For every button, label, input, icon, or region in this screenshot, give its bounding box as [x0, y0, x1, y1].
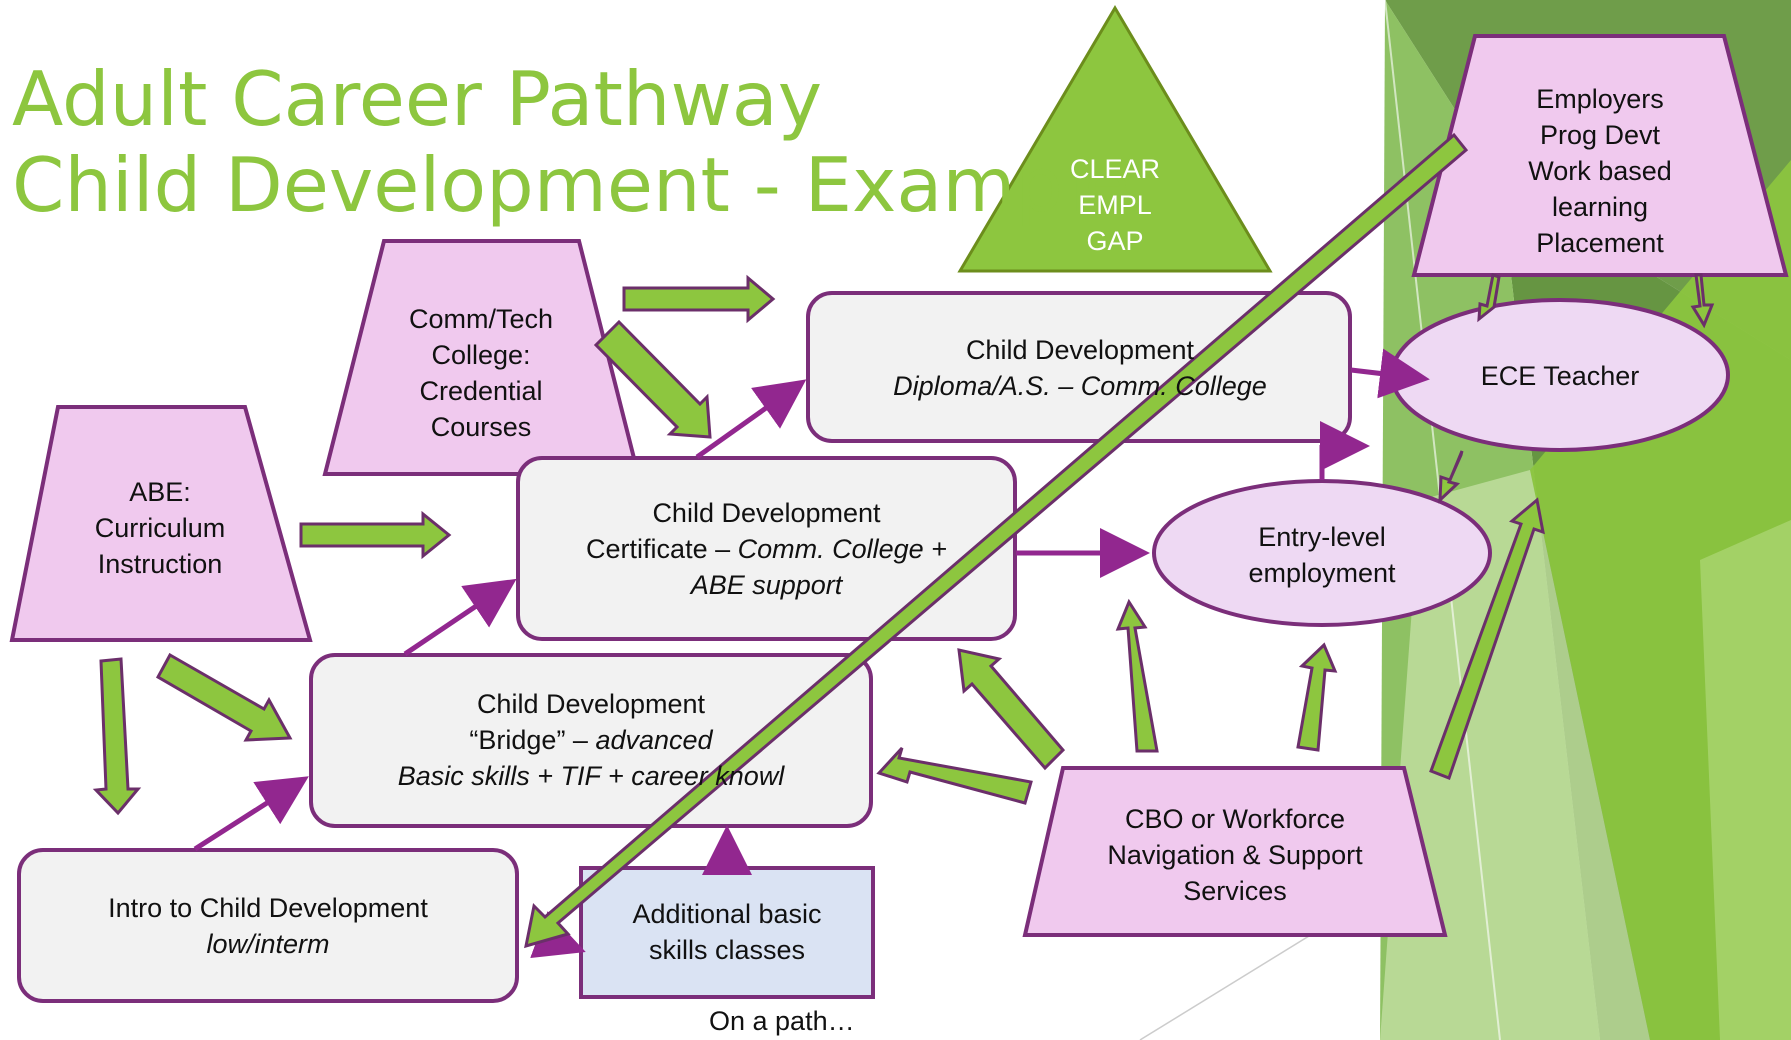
abe-line2: Curriculum	[94, 513, 226, 543]
cbo-line3: Services	[1183, 876, 1287, 906]
node-employers	[1411, 34, 1789, 277]
arrow-ece-to-entry	[1438, 450, 1464, 504]
node-clear-gap	[957, 5, 1273, 273]
clear-gap-line3: GAP	[1086, 226, 1144, 256]
bridge-line1: Child Development	[476, 689, 706, 719]
certificate-line2: Certificate – Comm. College +	[586, 531, 947, 567]
comm-tech-label: Comm/Tech College: Credential Courses	[381, 298, 581, 448]
arrow-cbo-to-cert	[957, 648, 1066, 771]
employers-line5: Placement	[1536, 227, 1664, 258]
employers-line2: Prog Devt	[1539, 119, 1661, 150]
certificate-line2-plain: Certificate –	[586, 534, 738, 564]
basic-skills-line2: skills classes	[648, 935, 806, 965]
arrow-cbo-to-ece	[1429, 497, 1545, 780]
arrow-employers-right	[1690, 273, 1715, 329]
certificate-label: Child Development Certificate – Comm. Co…	[520, 494, 1013, 604]
ece-teacher-label: ECE Teacher	[1420, 356, 1700, 396]
comm-tech-line1: Comm/Tech	[408, 304, 554, 334]
arrow-abe-diag	[155, 652, 293, 742]
diploma-line1: Child Development	[965, 335, 1195, 365]
cbo-line2: Navigation & Support	[1107, 840, 1363, 870]
ece-teacher-line1: ECE Teacher	[1480, 361, 1640, 391]
intro-line2: low/interm	[206, 929, 330, 959]
bridge-label: Child Development “Bridge” – advanced Ba…	[313, 685, 869, 795]
intro-label: Intro to Child Development low/interm	[21, 888, 515, 964]
comm-tech-line2: College:	[431, 340, 531, 370]
purple-arrows	[193, 348, 1430, 959]
arrow-cbo-to-entry1	[1115, 598, 1159, 753]
title-line2: Child Development - Example	[12, 141, 1131, 229]
certificate-line2-italic: Comm. College +	[737, 534, 947, 564]
employers-line3: Work based	[1528, 155, 1672, 186]
clear-gap-label: CLEAR EMPL GAP	[1040, 150, 1190, 260]
arrow-bridge-to-cert	[403, 578, 517, 657]
clear-gap-line2: EMPL	[1078, 190, 1152, 220]
node-bridge	[309, 653, 873, 828]
employers-label: Employers Prog Devt Work based learning …	[1475, 78, 1725, 263]
diploma-label: Child Development Diploma/A.S. – Comm. C…	[810, 330, 1350, 406]
abe-label: ABE: Curriculum Instruction	[60, 468, 260, 588]
employers-line1: Employers	[1536, 83, 1664, 114]
arrow-intro-to-bridge	[193, 776, 309, 852]
bridge-line2-italic: advanced	[595, 725, 713, 755]
arrow-abe-right	[299, 510, 452, 560]
diploma-line2: Diploma/A.S. – Comm. College	[893, 371, 1267, 401]
bridge-line2-plain: “Bridge” –	[469, 725, 596, 755]
arrow-employers-left	[1477, 273, 1501, 323]
cbo-label: CBO or Workforce Navigation & Support Se…	[1065, 800, 1405, 910]
basic-skills-label: Additional basic skills classes	[583, 894, 871, 970]
comm-tech-line4: Courses	[430, 412, 532, 442]
entry-level-line1: Entry-level	[1258, 522, 1386, 552]
certificate-line1: Child Development	[652, 498, 881, 528]
arrow-cbo-to-entry2	[1296, 642, 1338, 752]
node-intro	[17, 848, 519, 1003]
green-arrows	[92, 132, 1715, 949]
employers-line4: learning	[1551, 191, 1649, 222]
arrow-cert-to-diploma	[695, 379, 807, 460]
cbo-line1: CBO or Workforce	[1124, 804, 1346, 834]
node-cbo	[1022, 766, 1448, 937]
node-certificate	[516, 456, 1017, 641]
caption-on-a-path: On a path…	[709, 1006, 855, 1036]
node-abe	[9, 405, 313, 642]
clear-gap-line1: CLEAR	[1069, 154, 1161, 184]
abe-line3: Instruction	[97, 549, 223, 579]
bridge-line3: Basic skills + TIF + career knowl	[397, 761, 785, 791]
certificate-line3: ABE support	[690, 570, 843, 600]
abe-line1: ABE:	[129, 477, 191, 507]
arrow-comm-diag	[593, 319, 712, 439]
arrow-diploma-to-ece	[1350, 348, 1430, 399]
arrow-cbo-to-bridge	[876, 746, 1033, 805]
arrow-comm-right	[622, 274, 776, 324]
arrow-abe-down	[92, 657, 142, 816]
arrow-employers-to-intro	[524, 132, 1469, 949]
bridge-line2: “Bridge” – advanced	[469, 722, 712, 758]
title-line1: Adult Career Pathway	[12, 55, 823, 143]
diagram-shapes	[9, 5, 1789, 1003]
basic-skills-line1: Additional basic	[632, 899, 822, 929]
entry-level-line2: employment	[1248, 558, 1396, 588]
node-diploma	[806, 291, 1352, 443]
entry-level-label: Entry-level employment	[1180, 517, 1464, 593]
intro-line1: Intro to Child Development	[108, 893, 428, 923]
comm-tech-line3: Credential	[419, 376, 543, 406]
node-entry-level	[1152, 479, 1492, 627]
